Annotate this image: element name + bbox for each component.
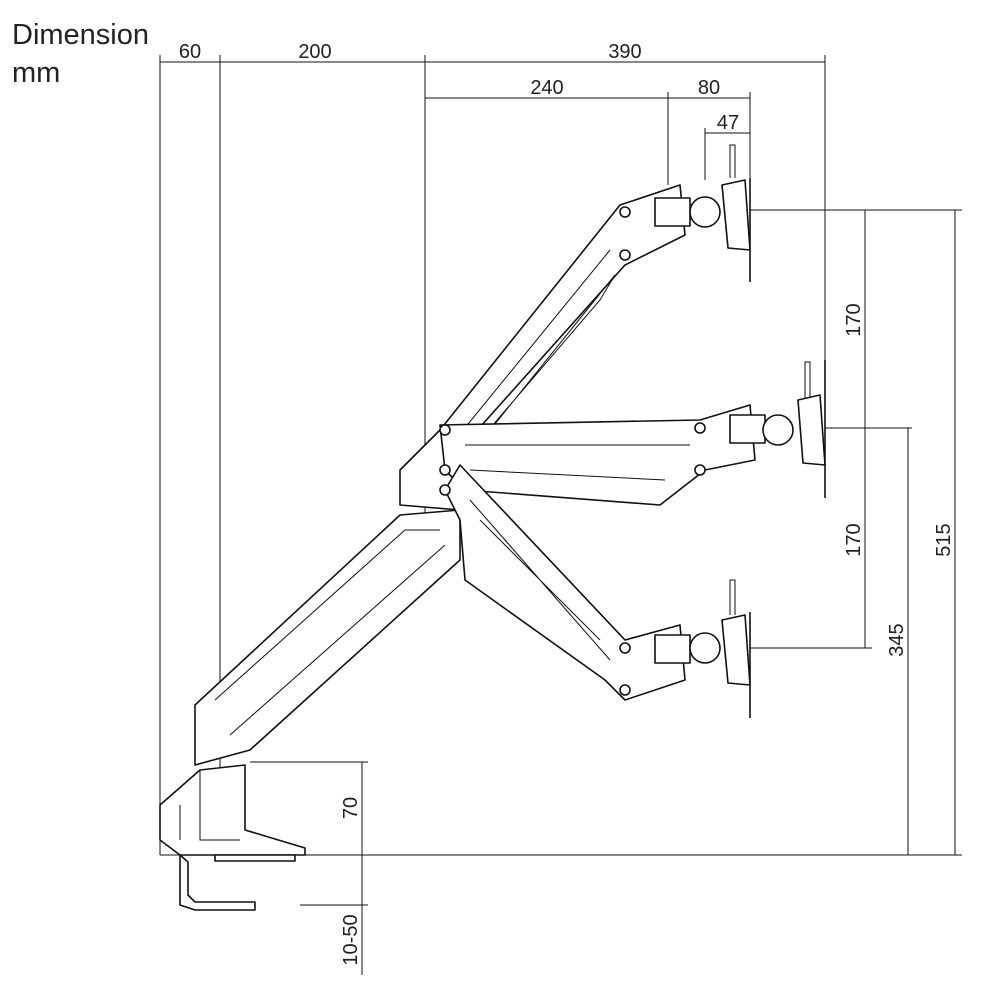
desk-clamp [159, 764, 306, 911]
dim-170-upper: 170 [843, 303, 865, 336]
dim-515: 515 [933, 523, 955, 556]
dim-390: 390 [608, 41, 641, 63]
upper-arm-level [439, 404, 756, 506]
dim-170-lower: 170 [843, 523, 865, 556]
dim-47: 47 [717, 112, 739, 134]
arm-joint [439, 424, 451, 496]
upper-arm-lowered [444, 464, 686, 701]
vesa-head-bottom [654, 579, 751, 718]
upper-arm-raised [439, 184, 686, 456]
dim-10-50: 10-50 [340, 914, 362, 965]
dim-240: 240 [530, 77, 563, 99]
title-unit: mm [12, 57, 61, 89]
dim-70: 70 [340, 797, 362, 819]
title-dimension: Dimension [12, 19, 149, 51]
lower-arm [194, 429, 461, 766]
dimension-lines [159, 55, 962, 975]
diagram-title: Dimension mm [12, 16, 149, 92]
dim-60: 60 [179, 41, 201, 63]
vesa-head-middle [729, 360, 826, 498]
dim-80: 80 [698, 77, 720, 99]
dim-345: 345 [886, 623, 908, 656]
vesa-head-top [654, 144, 751, 282]
dim-200: 200 [298, 41, 331, 63]
